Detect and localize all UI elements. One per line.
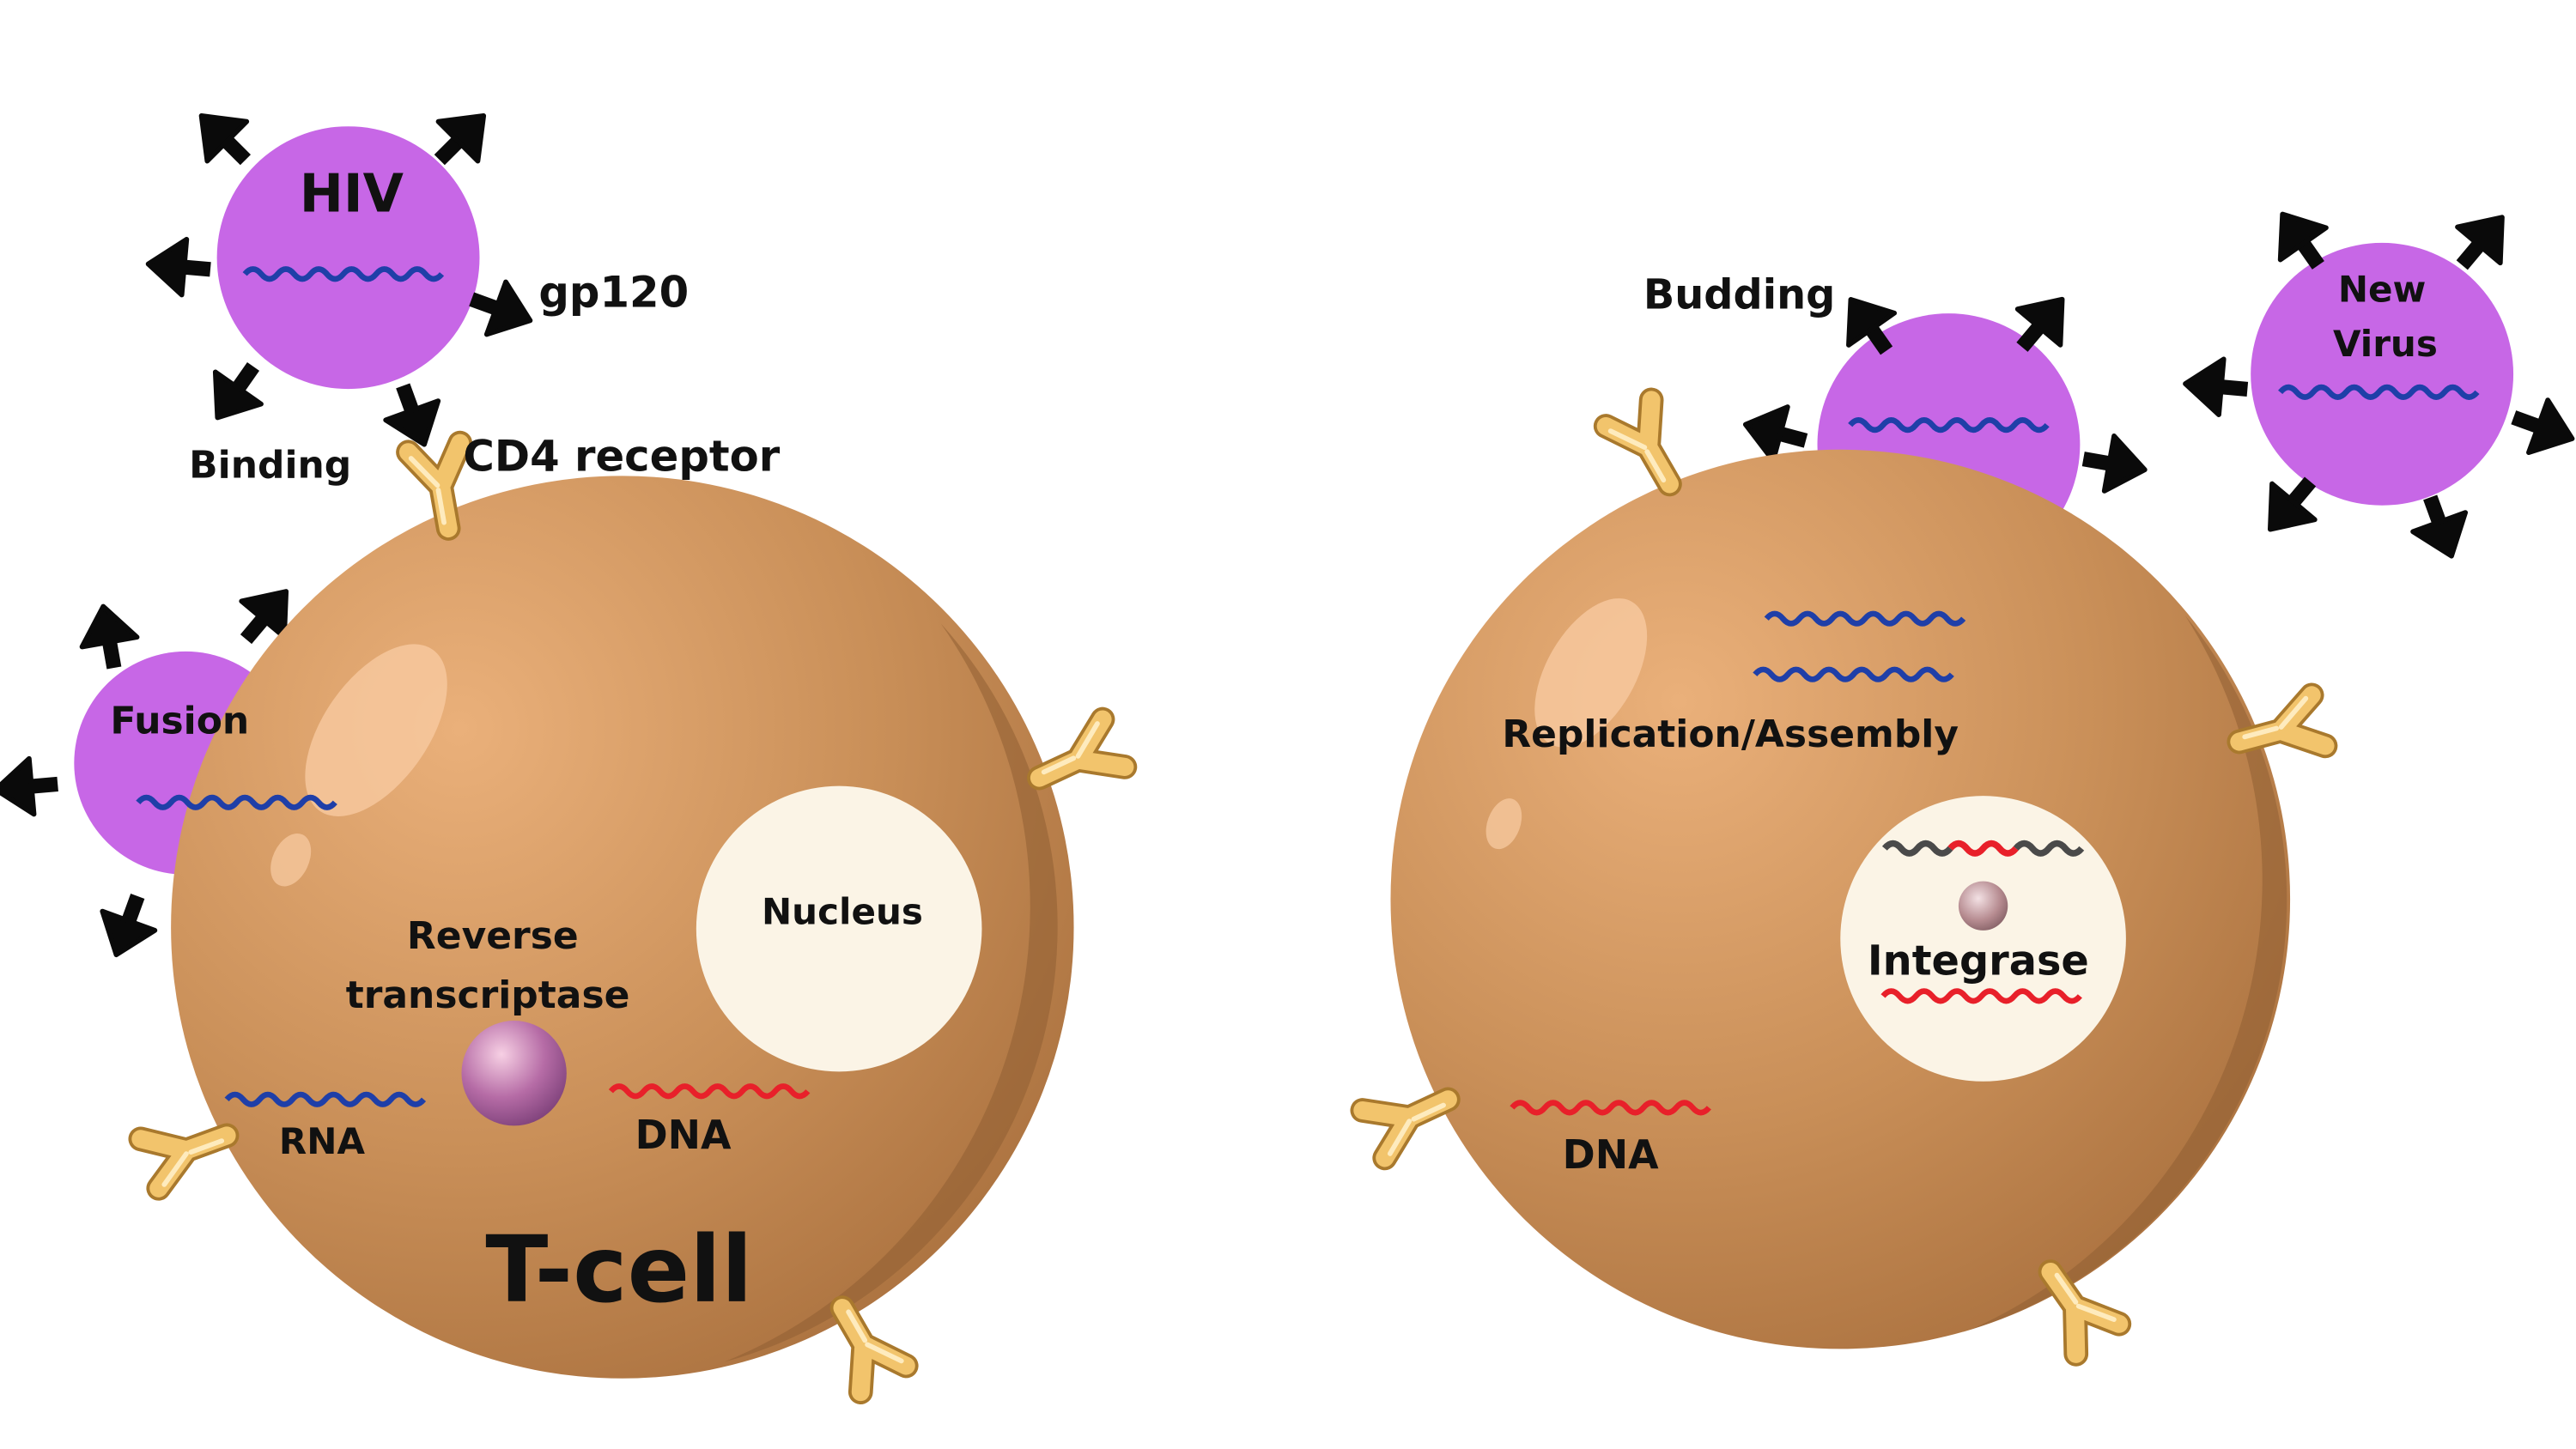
nucleus-right — [1840, 796, 2126, 1082]
receptor-left-lower-2 — [819, 1294, 906, 1391]
integrase-label: Integrase — [1868, 938, 2089, 985]
integrated-dna — [1881, 840, 2085, 857]
nucleus-label: Nucleus — [762, 890, 923, 932]
virus-label: Virus — [2333, 323, 2438, 365]
t-cell-label: T-cell — [485, 1217, 752, 1324]
new-label: New — [2338, 269, 2427, 311]
replication-assembly-label: Replication/Assembly — [1502, 712, 1959, 756]
binding-label: Binding — [189, 443, 351, 487]
reverse-label: Reverse — [407, 914, 579, 958]
cd4-receptor-label: CD4 receptor — [463, 432, 780, 482]
nucleus-left — [696, 785, 982, 1072]
dna-label-left: DNA — [635, 1112, 732, 1158]
reverse-transcriptase-sphere — [461, 1021, 567, 1126]
hiv-label: HIV — [300, 164, 404, 225]
receptor-right-top — [1606, 400, 1692, 497]
t-cell-right — [1390, 449, 2291, 1349]
budding-label: Budding — [1643, 271, 1835, 318]
rna-label: RNA — [279, 1120, 366, 1162]
receptor-right-lower-left — [1363, 1076, 1459, 1158]
transcriptase-label: transcriptase — [346, 973, 630, 1017]
fusion-label: Fusion — [110, 700, 249, 743]
receptor-left-right-1 — [1028, 719, 1124, 802]
gp120-label: gp120 — [538, 267, 689, 317]
new-virus — [2183, 198, 2576, 566]
integrase-sphere — [1958, 881, 2008, 931]
t-cell-left — [171, 476, 1074, 1379]
hiv-virion — [146, 96, 540, 454]
dna-label-right: DNA — [1563, 1131, 1659, 1178]
